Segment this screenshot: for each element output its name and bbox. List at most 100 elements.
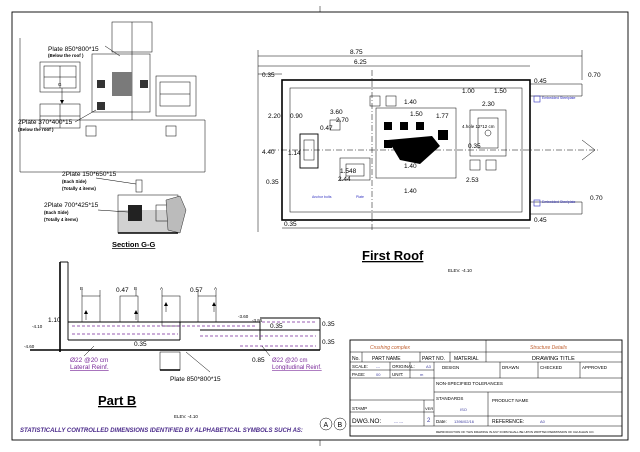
- plate2-label: 2Plate 370*400*15: [18, 119, 73, 126]
- first-roof-plan: 8.75 6.25 0.35 0.45 0.70 1.00 1.50 2.20 …: [257, 49, 603, 273]
- dim-text: 0.35: [134, 341, 147, 348]
- plate150-note2: (Totally 4 items): [62, 186, 96, 191]
- dim-text: 1.40: [404, 163, 417, 170]
- plate-roof-label: Plate 850*800*15: [48, 46, 99, 53]
- dim-text: 0.35: [468, 143, 481, 150]
- dim-text: 1.50: [494, 88, 507, 95]
- dim-text: 1.548: [340, 168, 357, 175]
- plate-note: Plate: [356, 195, 364, 199]
- tb-dwg-val: --- ---: [394, 419, 404, 424]
- section-marker: A: [160, 286, 163, 291]
- dim-text: -4.10: [32, 324, 43, 329]
- sheet-border: [11, 11, 629, 441]
- section-marker: B: [80, 286, 83, 291]
- anchor-note: Anchor bolts: [312, 195, 332, 199]
- plate700-note2: (Totally 4 items): [44, 217, 78, 222]
- dim-text: 0.47: [116, 287, 129, 294]
- section-marker: B: [134, 286, 137, 291]
- section-gg-title: Section G-G: [112, 240, 156, 249]
- tb-part-name: PART NAME: [372, 356, 401, 362]
- dim-text: 0.45: [534, 217, 547, 224]
- tb-part-no: PART NO.: [422, 356, 445, 362]
- tb-standards: STANDARDS: [436, 396, 463, 401]
- g-marker: G: [58, 82, 62, 87]
- dim-text: -3.60: [238, 314, 249, 319]
- tb-drawing-title: DRAWING TITLE: [532, 356, 575, 362]
- dim-text: 0.35: [322, 321, 335, 328]
- long-label: Longitudinal Reinf.: [272, 365, 322, 371]
- dim-text: 2.53: [466, 177, 479, 184]
- dim-text: 1.40: [404, 99, 417, 106]
- part-b-elev: ELEV. -4.10: [174, 414, 198, 419]
- dim-text: 0.47: [320, 125, 333, 132]
- tb-ver: VER: [425, 406, 433, 411]
- footer-note: STATISTICALLY CONTROLLED DIMENSIONS IDEN…: [20, 428, 303, 434]
- tb-scale-val: ---: [376, 364, 381, 369]
- dim-text: 1.10: [48, 317, 61, 324]
- dim-text: 4.40: [262, 149, 275, 156]
- symbol-b: B: [338, 422, 343, 429]
- embedded-plate-note: Embedded Steelplate: [542, 96, 576, 100]
- dim-text: 0.35: [262, 72, 275, 79]
- dim-text: 1.77: [436, 113, 449, 120]
- tb-product-name: PRODUCT NAME: [492, 398, 528, 403]
- dim-text: 0.35: [284, 221, 297, 228]
- tb-reference: REFERENCE:: [492, 419, 524, 425]
- tb-scale: SCALE:: [352, 364, 368, 369]
- top-left-plan: Plate 850*800*15 (Below the roof ) 2Plat…: [18, 21, 206, 173]
- tb-stamp: STAMP: [352, 406, 367, 411]
- lateral-bar: Ø22 @20 cm: [70, 357, 108, 364]
- symbol-a: A: [324, 422, 329, 429]
- dim-text: 1.40: [404, 188, 417, 195]
- tb-ver-val: 2: [427, 418, 431, 424]
- dim-text: 0.35: [266, 179, 279, 186]
- lateral-label: Lateral Reinf.: [70, 364, 109, 371]
- plate150-label: 2Plate 150*650*15: [62, 171, 117, 178]
- tb-approved: APPROVED: [582, 365, 608, 370]
- dim-text: 1.14: [288, 150, 301, 157]
- tb-original-val: A3: [426, 364, 432, 369]
- dim-text: 0.70: [590, 195, 603, 202]
- embedded-plate-note: Embedded Steelplate: [542, 200, 576, 204]
- tb-unit-val: m: [420, 372, 424, 377]
- dim-text: 0.35: [270, 323, 283, 330]
- tb-copyright: REPRODUCTION OF THIS DRAWING IN ANY FORM…: [436, 430, 595, 434]
- tb-checked: CHECKED: [540, 365, 563, 370]
- tb-dwg-no: DWG.NO:: [352, 418, 381, 425]
- dim-text: 0.45: [534, 78, 547, 85]
- dim-text: 0.90: [290, 113, 303, 120]
- part-b-section: 0.47 0.57 1.10 -4.10 -4.60 0.35 -3.60 -3…: [24, 261, 335, 419]
- first-roof-title: First Roof: [362, 248, 424, 263]
- section-marker: A: [214, 286, 217, 291]
- dim-text: 0.57: [190, 287, 203, 294]
- plate150-note1: (Each Side): [62, 179, 87, 184]
- part-b-plate: Plate 850*800*15: [170, 376, 221, 383]
- tb-original: ORIGINAL:: [392, 364, 415, 369]
- symbol-b-circle: [333, 417, 347, 431]
- title-block: Crushing complex Structure Details No. P…: [349, 339, 623, 437]
- section-g-g: 2Plate 150*650*15 (Each Side) (Totally 4…: [44, 171, 187, 249]
- tb-drawn: DRAWN: [502, 365, 519, 370]
- tb-non-spec: NON-SPECIFIED TOLERANCES: [436, 381, 503, 386]
- dim-text: -4.60: [24, 344, 35, 349]
- tb-material: MATERIAL: [454, 356, 479, 362]
- dim-text: 1.00: [462, 88, 475, 95]
- tb-design: DESIGN: [442, 365, 459, 370]
- dim-text: 2.44: [338, 176, 351, 183]
- tb-date: Date:: [436, 419, 447, 424]
- dim-text: 6.25: [354, 59, 367, 66]
- plate700-label: 2Plate 700*425*15: [44, 202, 99, 209]
- hole-note: 4.hole 12*12 cm: [462, 124, 495, 129]
- dim-text: 1.50: [410, 111, 423, 118]
- dim-text: 3.60: [330, 109, 343, 116]
- dim-text: 2.20: [268, 113, 281, 120]
- plate-roof-note: (Below the roof ): [48, 53, 84, 58]
- dim-text: 0.70: [588, 72, 601, 79]
- plate2-note: (Below the roof ): [18, 127, 54, 132]
- tb-page-val: 00: [376, 372, 381, 377]
- dim-text: 2.70: [336, 117, 349, 124]
- project-col1: Crushing complex: [370, 345, 411, 351]
- tb-standards-val: ISO: [460, 407, 467, 412]
- long-bar: Ø22 @20 cm: [272, 358, 307, 364]
